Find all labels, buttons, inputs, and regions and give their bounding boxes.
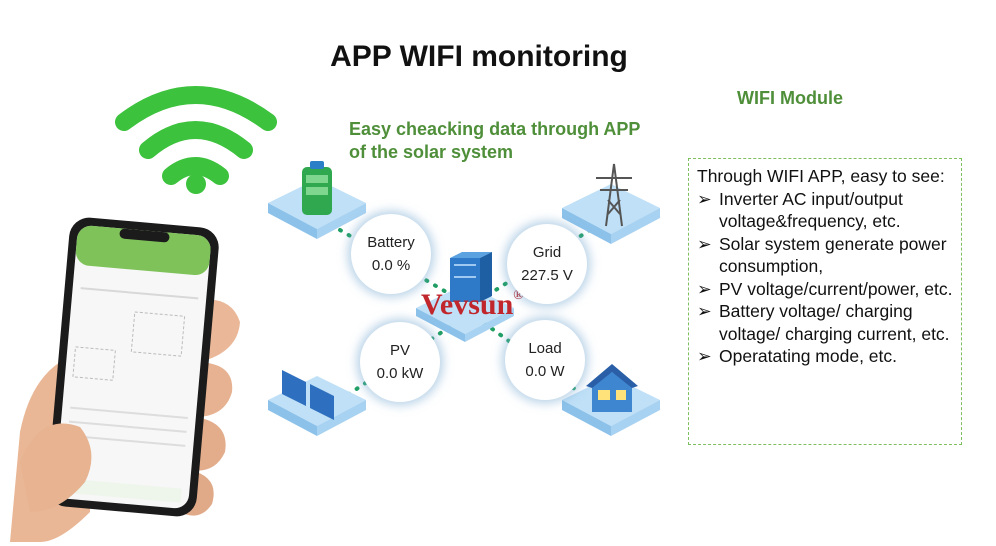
battery-tile xyxy=(268,161,366,239)
bullet-arrow-icon: ➢ xyxy=(697,233,712,254)
wifi-module-label: WIFI Module xyxy=(737,88,843,108)
load-label: Load xyxy=(528,340,562,357)
grid-value: 227.5 V xyxy=(521,267,573,284)
subtitle: Easy cheacking data through APP of the s… xyxy=(349,119,641,162)
inverter-tile xyxy=(416,252,514,342)
brand-logo: Vevsun® xyxy=(421,288,524,322)
solar-panel-icon xyxy=(282,370,334,420)
inverter-icon xyxy=(450,252,492,302)
bullet-arrow-icon: ➢ xyxy=(697,346,712,366)
info-intro: Through WIFI APP, easy to see: xyxy=(697,166,945,186)
brand-mark: ® xyxy=(513,288,524,303)
load-value: 0.0 W xyxy=(525,363,565,380)
pv-bubble: PV 0.0 kW xyxy=(360,322,440,402)
list-item: ➢Solar system generate power consumption… xyxy=(697,233,947,277)
list-item: ➢PV voltage/current/power, etc. xyxy=(697,278,953,299)
battery-label: Battery xyxy=(367,234,415,251)
bullet-arrow-icon: ➢ xyxy=(697,278,712,299)
list-item: ➢Operatating mode, etc. xyxy=(697,346,898,366)
battery-bubble: Battery 0.0 % xyxy=(351,214,431,294)
grid-bubble: Grid 227.5 V xyxy=(507,224,587,304)
pv-value: 0.0 kW xyxy=(376,365,424,382)
list-item: ➢Inverter AC input/output voltage&freque… xyxy=(697,188,903,232)
grid-tile xyxy=(562,163,660,244)
grid-label: Grid xyxy=(532,244,562,261)
page-title: APP WIFI monitoring xyxy=(330,40,628,73)
list-item: ➢Battery voltage/ charging voltage/ char… xyxy=(697,301,950,344)
load-tile xyxy=(562,364,660,436)
house-icon xyxy=(586,364,638,412)
pv-label: PV xyxy=(389,342,410,359)
battery-icon xyxy=(302,161,332,215)
info-box: Through WIFI APP, easy to see: ➢Inverter… xyxy=(688,158,962,445)
wifi-icon xyxy=(115,86,277,194)
bullet-arrow-icon: ➢ xyxy=(697,188,712,209)
load-bubble: Load 0.0 W xyxy=(505,320,585,400)
power-tower-icon xyxy=(596,163,632,227)
brand-name: Vevsun xyxy=(421,288,514,321)
pv-tile xyxy=(268,370,366,436)
phone-in-hand xyxy=(10,217,240,542)
battery-value: 0.0 % xyxy=(371,257,411,274)
bullet-arrow-icon: ➢ xyxy=(697,301,712,321)
info-list: ➢Inverter AC input/output voltage&freque… xyxy=(697,188,953,368)
